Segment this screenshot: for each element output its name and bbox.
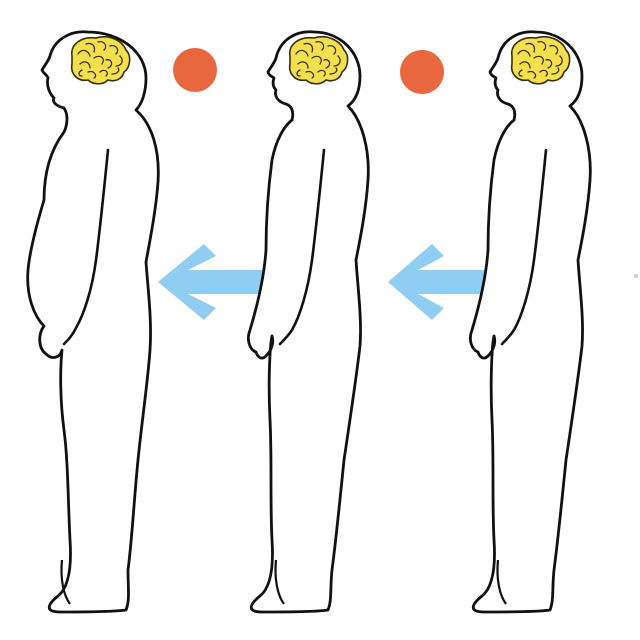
- brain-icon: [70, 35, 131, 85]
- orange-dot-icon: [173, 48, 217, 92]
- edge-mark: [634, 274, 638, 278]
- brain-icon: [510, 35, 571, 85]
- figure-obese: [26, 30, 160, 614]
- left-arrow-icon: [158, 244, 262, 320]
- orange-dot-icon: [400, 50, 444, 94]
- brain-icon: [288, 35, 349, 85]
- left-arrow-icon: [388, 244, 496, 320]
- figure-slim: [468, 30, 592, 614]
- figure-average: [246, 30, 370, 614]
